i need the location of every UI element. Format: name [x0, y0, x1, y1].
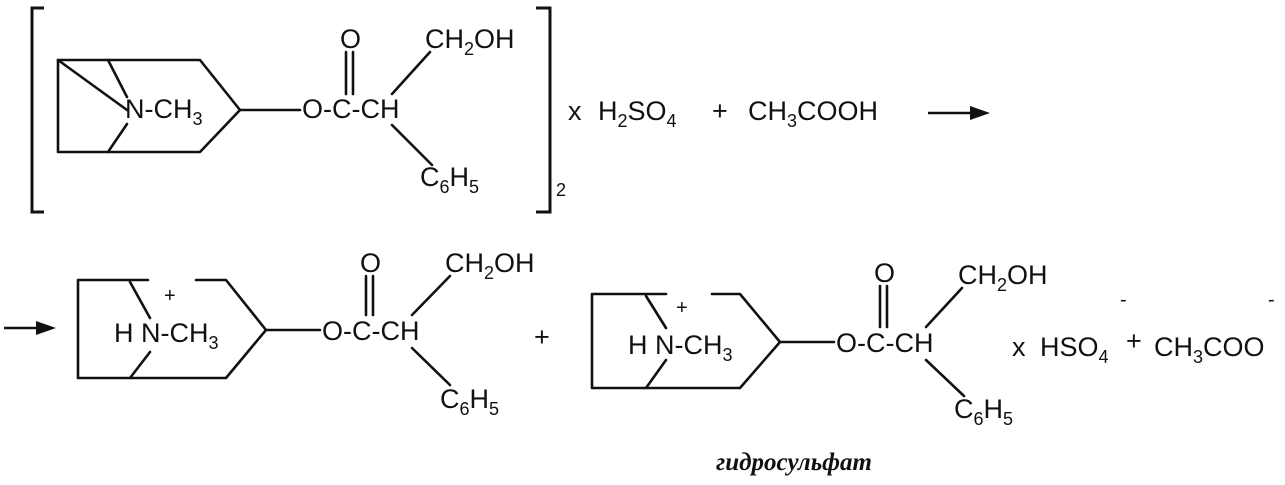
hydroxymethyl-label: CH2OH [445, 248, 535, 283]
bridge-bond-lower [644, 358, 668, 390]
bridge-bond-left [56, 58, 129, 112]
carbonyl-oxygen-label: O [340, 24, 361, 54]
left-bracket [30, 6, 44, 214]
amine-methyl-label: N-CH3 [125, 94, 203, 129]
hydrosulfate-anion-label: HSO4 [1040, 332, 1109, 367]
ch2oh-bond [410, 274, 452, 317]
hydrosulfate-charge: - [1120, 289, 1127, 311]
bridge-bond-lower [106, 122, 129, 154]
ch2oh-bond [390, 50, 432, 96]
right-bracket [536, 6, 552, 214]
phenyl-bond [924, 358, 966, 398]
times-sign: x [568, 96, 582, 126]
acetic-acid-label: CH3COOH [748, 96, 878, 131]
tropane-ring [590, 292, 782, 390]
protonated-amine-label: H N-CH3 [114, 318, 219, 353]
phenyl-label: C6H5 [954, 394, 1013, 429]
bridge-bond-upper [106, 58, 129, 99]
ammonium-charge: + [676, 297, 688, 319]
tropane-ring [76, 278, 268, 380]
acetate-anion-label: CH3COO [1154, 332, 1265, 367]
products-plus-sign: + [534, 322, 550, 352]
product-2-molecule: + H N-CH3 O-C-CH O CH2OH C6H5 x HSO4 - +… [590, 258, 1275, 476]
carbonyl-oxygen-label: O [874, 258, 895, 288]
hydroxymethyl-label: CH2OH [958, 260, 1048, 295]
ester-group-label: O-C-CH [302, 94, 399, 124]
sulfuric-acid-label: H2SO4 [598, 96, 677, 131]
phenyl-bond [410, 346, 452, 387]
ammonium-charge: + [164, 285, 176, 307]
reactant-molecule: 2 N-CH3 O-C-CH O CH2OH C6H5 [30, 6, 566, 214]
acetate-charge: - [1268, 289, 1275, 311]
bridge-bond-lower [128, 350, 152, 380]
product-caption: гидросульфат [716, 449, 872, 476]
reagents: x H2SO4 + CH3COOH [568, 96, 878, 131]
phenyl-bond [390, 123, 434, 167]
phenyl-label: C6H5 [440, 384, 499, 419]
ester-group-label: O-C-CH [836, 328, 933, 358]
bridge-bond-upper [128, 280, 152, 320]
carbonyl-oxygen-label: O [360, 248, 381, 278]
bracket-multiplier: 2 [556, 180, 566, 200]
protonated-amine-label: H N-CH3 [628, 330, 733, 365]
reagent-plus-sign: + [712, 96, 728, 126]
phenyl-label: C6H5 [420, 162, 479, 197]
ch2oh-bond [924, 286, 964, 329]
hydroxymethyl-label: CH2OH [425, 24, 515, 59]
ester-group-label: O-C-CH [322, 316, 419, 346]
reaction-arrow-top [928, 106, 990, 120]
reaction-arrow-bottom [4, 321, 56, 335]
ion-plus-sign: + [1126, 326, 1142, 356]
times-sign: x [1012, 332, 1026, 362]
bridge-bond-upper [644, 294, 668, 330]
product-1-molecule: + H N-CH3 O-C-CH O CH2OH C6H5 [76, 248, 535, 419]
